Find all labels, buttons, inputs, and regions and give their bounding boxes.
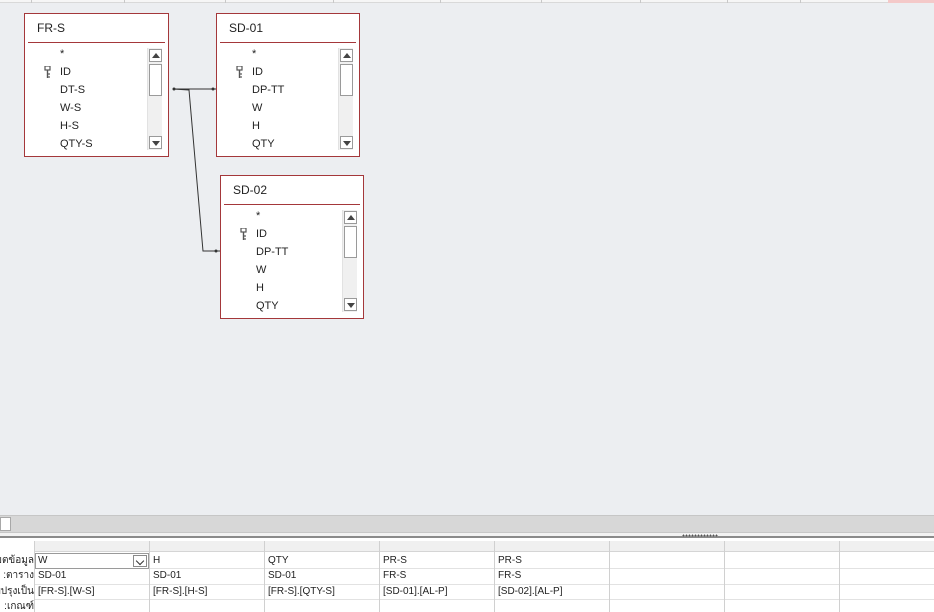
field-item[interactable]: DP-TT (256, 246, 289, 258)
table-title[interactable]: FR-S (25, 14, 168, 42)
scroll-left-button[interactable] (0, 517, 11, 531)
scroll-thumb[interactable] (149, 64, 162, 96)
grid-cell-table[interactable]: FR-S (498, 570, 522, 581)
chevron-down-icon[interactable] (133, 555, 147, 567)
grid-cell-table[interactable]: SD-01 (153, 570, 182, 581)
field-list[interactable]: * ID DP-TT W H QTY (220, 45, 356, 153)
pane-splitter[interactable] (0, 532, 934, 538)
table-fr-s[interactable]: FR-S * ID DT-S W-S H-S QTY-S (24, 13, 169, 157)
table-title[interactable]: SD-01 (217, 14, 359, 42)
field-item[interactable]: W (252, 102, 263, 114)
row-label-field: เขตข้อมูล: (0, 555, 34, 566)
table-title[interactable]: SD-02 (221, 176, 363, 204)
key-icon (240, 228, 247, 240)
join-line-fr-s-sd-02[interactable] (172, 88, 220, 253)
grid-cell-update-to[interactable]: [FR-S].[H-S] (153, 586, 208, 597)
arrow-up-icon[interactable] (340, 49, 353, 62)
grid-cell-table[interactable]: SD-01 (268, 570, 297, 581)
row-label-criteria: เกณฑ์: (4, 601, 34, 612)
arrow-down-icon[interactable] (340, 136, 353, 149)
row-label-table: ตาราง: (3, 570, 34, 581)
grid-cell-field[interactable]: PR-S (498, 555, 522, 566)
grid-cell-update-to[interactable]: [FR-S].[W-S] (38, 586, 95, 597)
field-item[interactable]: DT-S (60, 84, 86, 96)
canvas-horizontal-scrollbar[interactable] (0, 515, 934, 532)
field-item[interactable]: DP-TT (252, 84, 285, 96)
field-item[interactable]: * (252, 48, 257, 60)
field-list[interactable]: * ID DT-S W-S H-S QTY-S (28, 45, 165, 153)
grid-cell-field[interactable] (725, 553, 839, 568)
field-item[interactable]: W-S (60, 102, 82, 114)
field-list-scrollbar[interactable] (342, 210, 357, 312)
table-sd-02[interactable]: SD-02 * ID DP-TT W H QTY (220, 175, 364, 319)
row-label-update-to: ปรับปรุงเป็น: (0, 586, 34, 597)
grid-cell-table[interactable]: SD-01 (38, 570, 67, 581)
top-ruler (0, 0, 934, 3)
grid-cell-field[interactable] (840, 553, 934, 568)
field-item[interactable]: QTY (256, 300, 279, 312)
field-item[interactable]: ID (28, 63, 165, 81)
grid-cell-update-to[interactable]: [SD-02].[AL-P] (498, 586, 563, 597)
active-cell[interactable] (35, 553, 149, 569)
field-item[interactable]: * (60, 48, 65, 60)
grid-cell-update-to[interactable]: [FR-S].[QTY-S] (268, 586, 335, 597)
grid-cell-field[interactable]: W (38, 555, 48, 566)
field-item[interactable]: * (256, 210, 261, 222)
grid-cell-field[interactable]: QTY (268, 555, 289, 566)
grid-cell-field[interactable]: PR-S (383, 555, 407, 566)
arrow-up-icon[interactable] (149, 49, 162, 62)
table-sd-01[interactable]: SD-01 * ID DP-TT W H QTY (216, 13, 360, 157)
field-item[interactable]: H (252, 120, 260, 132)
grid-cell-update-to[interactable]: [SD-01].[AL-P] (383, 586, 448, 597)
field-list-scrollbar[interactable] (338, 48, 353, 150)
scroll-thumb[interactable] (344, 226, 357, 258)
field-list[interactable]: * ID DP-TT W H QTY (224, 207, 360, 315)
field-list-scrollbar[interactable] (147, 48, 162, 150)
field-item[interactable]: W (256, 264, 267, 276)
arrow-up-icon[interactable] (344, 211, 357, 224)
field-item[interactable]: ID (224, 225, 360, 243)
join-line-fr-s-sd-01[interactable] (172, 87, 217, 91)
field-item[interactable]: ID (220, 63, 356, 81)
field-item[interactable]: QTY (252, 138, 275, 150)
scroll-thumb[interactable] (340, 64, 353, 96)
grid-cell-field[interactable]: H (153, 555, 161, 566)
splitter-grip[interactable] (682, 534, 718, 537)
field-item[interactable]: H-S (60, 120, 79, 132)
grid-cell-field[interactable] (610, 553, 724, 568)
grid-cell-table[interactable]: FR-S (383, 570, 407, 581)
column-selector-strip[interactable] (35, 541, 934, 552)
field-item[interactable]: QTY-S (60, 138, 93, 150)
field-item[interactable]: H (256, 282, 264, 294)
key-icon (44, 66, 51, 78)
arrow-down-icon[interactable] (344, 298, 357, 311)
arrow-down-icon[interactable] (149, 136, 162, 149)
query-design-grid[interactable]: เขตข้อมูล: ตาราง: ปรับปรุงเป็น: เกณฑ์: W… (0, 538, 934, 612)
query-design-canvas[interactable]: FR-S * ID DT-S W-S H-S QTY-S SD-01 * ID … (0, 0, 934, 515)
key-icon (236, 66, 243, 78)
